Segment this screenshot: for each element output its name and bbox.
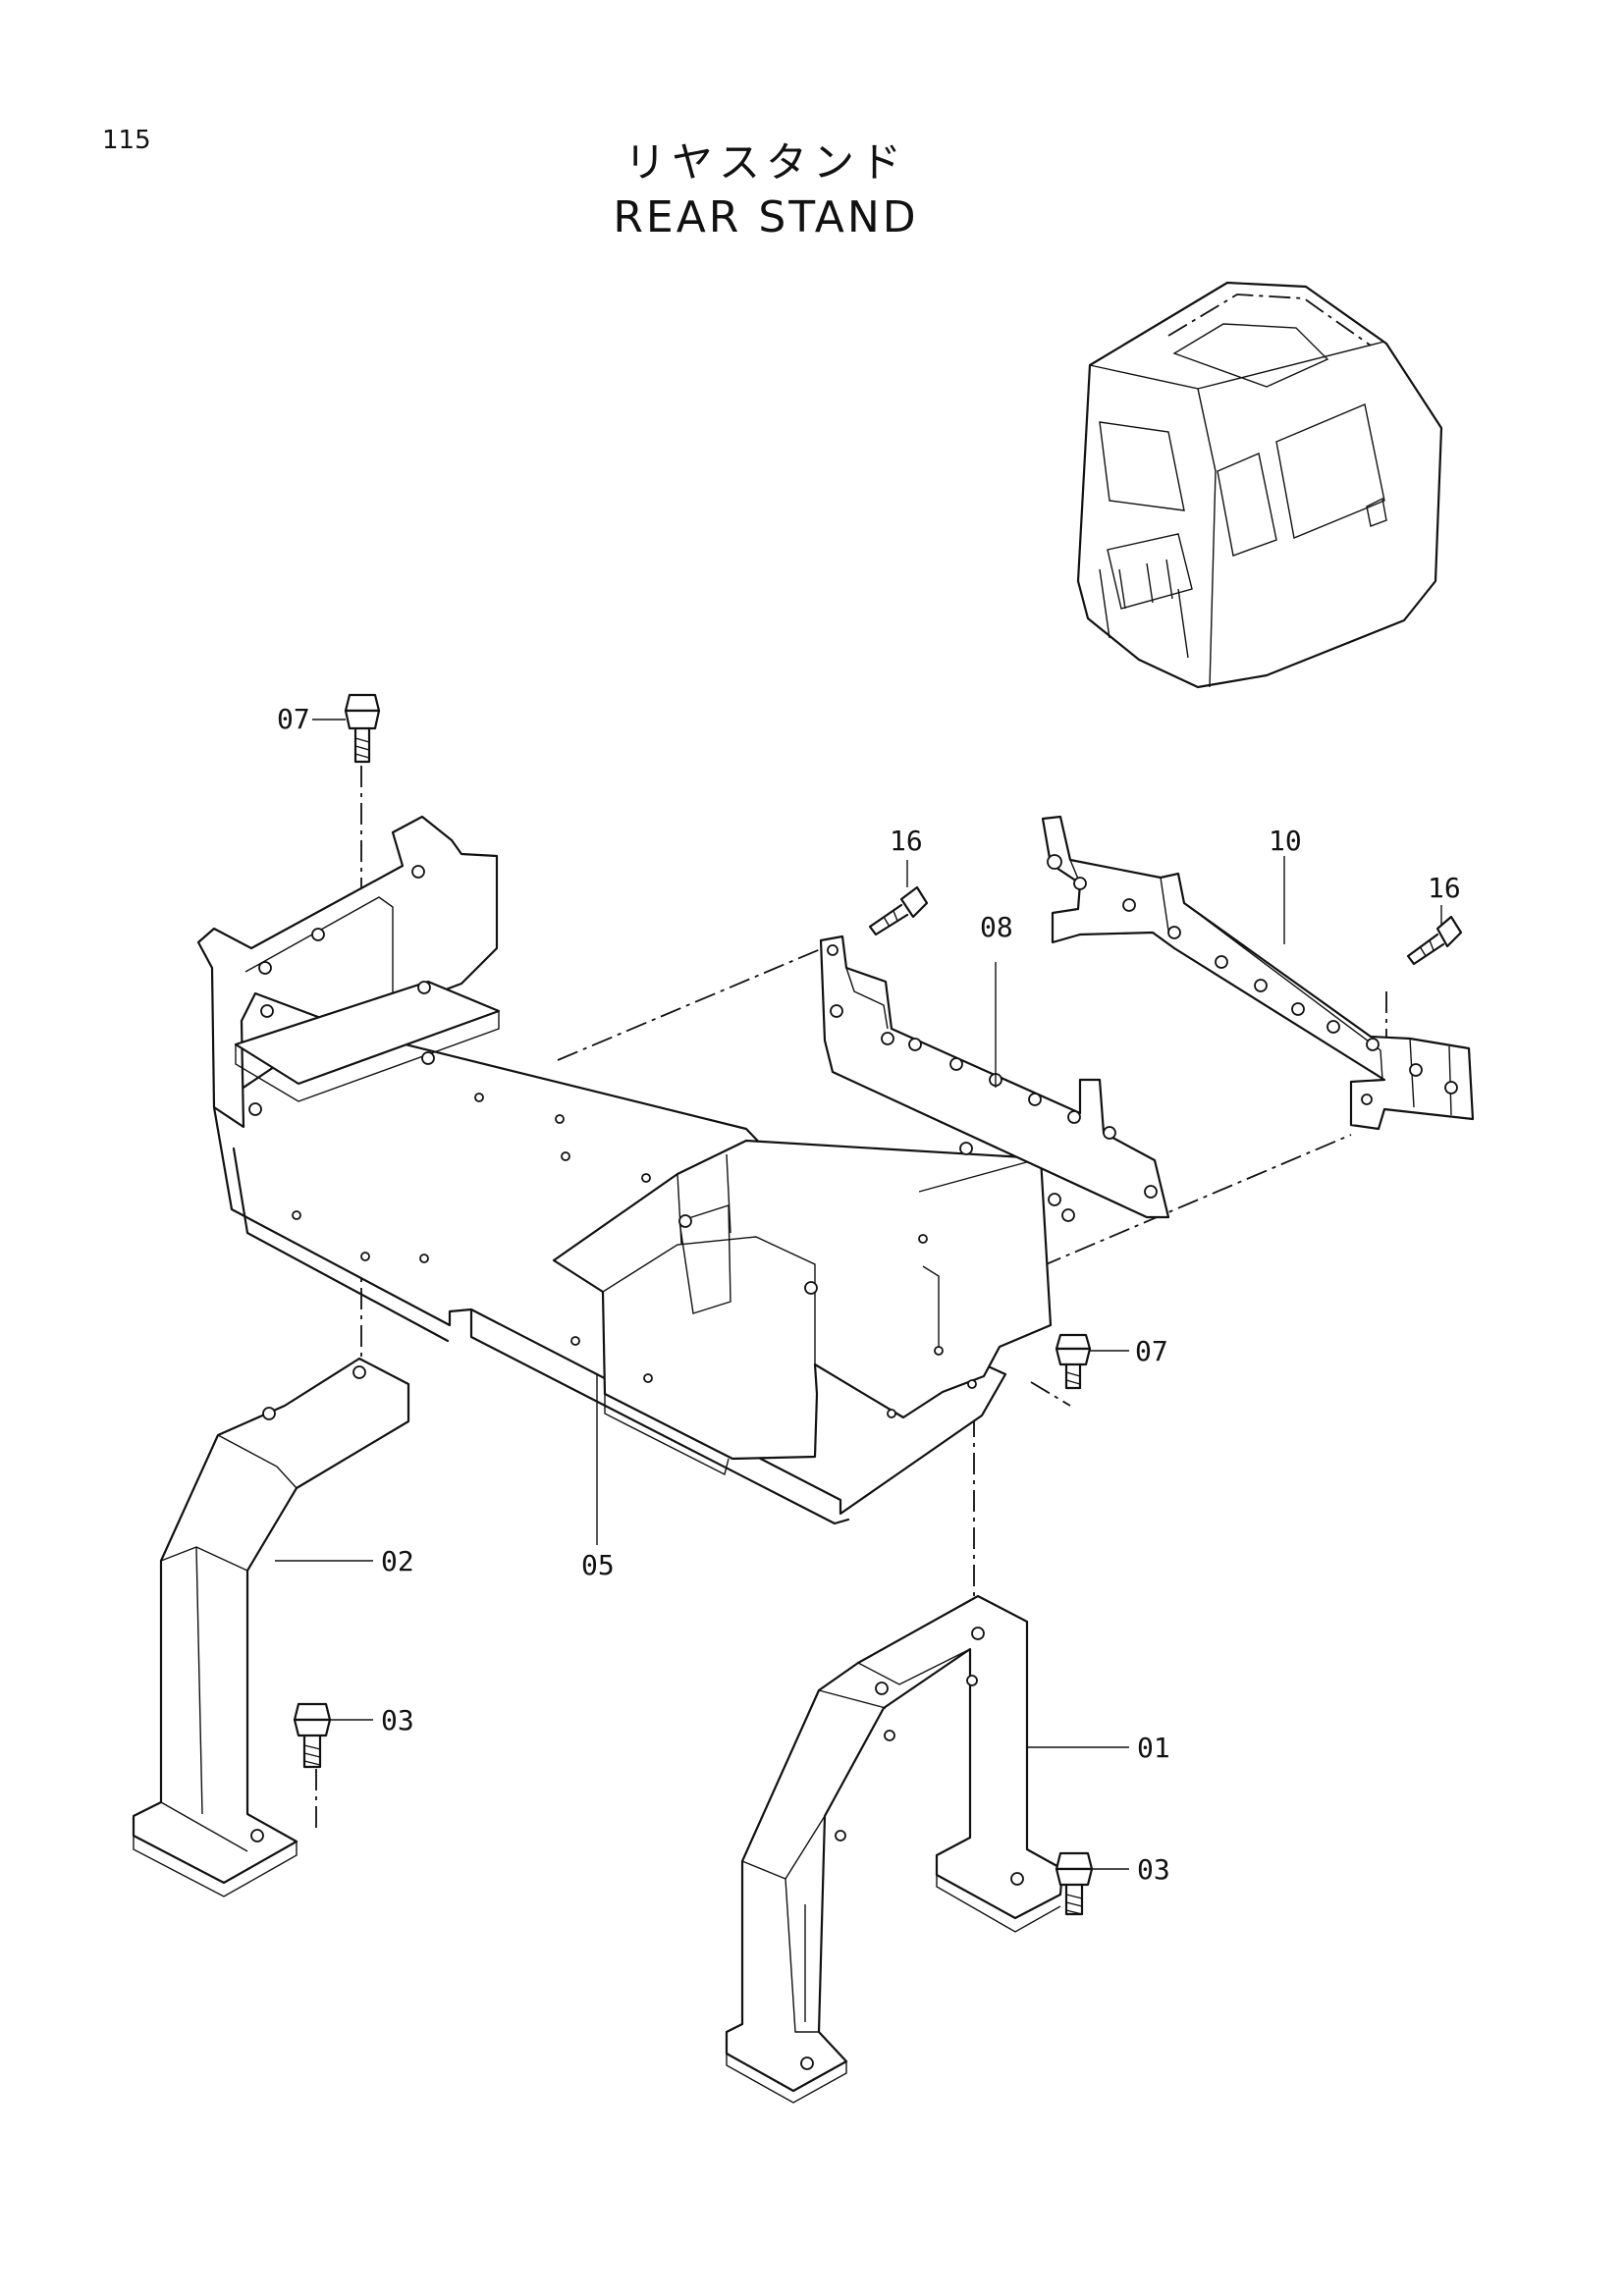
- page-number: 115: [102, 126, 151, 155]
- part-01-right-leg: [725, 1594, 1064, 2104]
- callout-08: 08: [980, 911, 1013, 943]
- part-10-bracket: [1041, 815, 1475, 1131]
- leader-lines: [275, 719, 1442, 1870]
- callout-16-right: 16: [1428, 872, 1461, 904]
- callout-01: 01: [1137, 1732, 1170, 1764]
- bolt-03-left: [293, 1702, 332, 1769]
- callout-10: 10: [1269, 825, 1302, 857]
- title-english: REAR STAND: [613, 192, 919, 242]
- callout-07-top: 07: [277, 703, 310, 735]
- bolt-03-right: [1055, 1851, 1094, 1916]
- part-02-left-leg: [132, 1357, 410, 1897]
- bolt-07-top: [344, 693, 381, 764]
- callout-05: 05: [581, 1549, 615, 1581]
- callout-16-left: 16: [890, 825, 923, 857]
- callout-labels: 07 16 08 10 16 07 02 05 03 01 03: [277, 703, 1461, 1886]
- title-japanese: リヤスタンド: [623, 138, 907, 187]
- bolt-07-right: [1055, 1333, 1092, 1390]
- callout-03-right: 03: [1137, 1853, 1170, 1886]
- cab-overview-illustration: [1076, 281, 1443, 689]
- bolt-16-left: [868, 885, 929, 936]
- part-05-stand-frame: [196, 815, 1075, 1525]
- callout-03-left: 03: [381, 1704, 414, 1736]
- bolt-16-right: [1406, 915, 1463, 966]
- part-08-bracket: [819, 934, 1170, 1219]
- callout-07-right: 07: [1135, 1335, 1168, 1367]
- callout-02: 02: [381, 1545, 414, 1577]
